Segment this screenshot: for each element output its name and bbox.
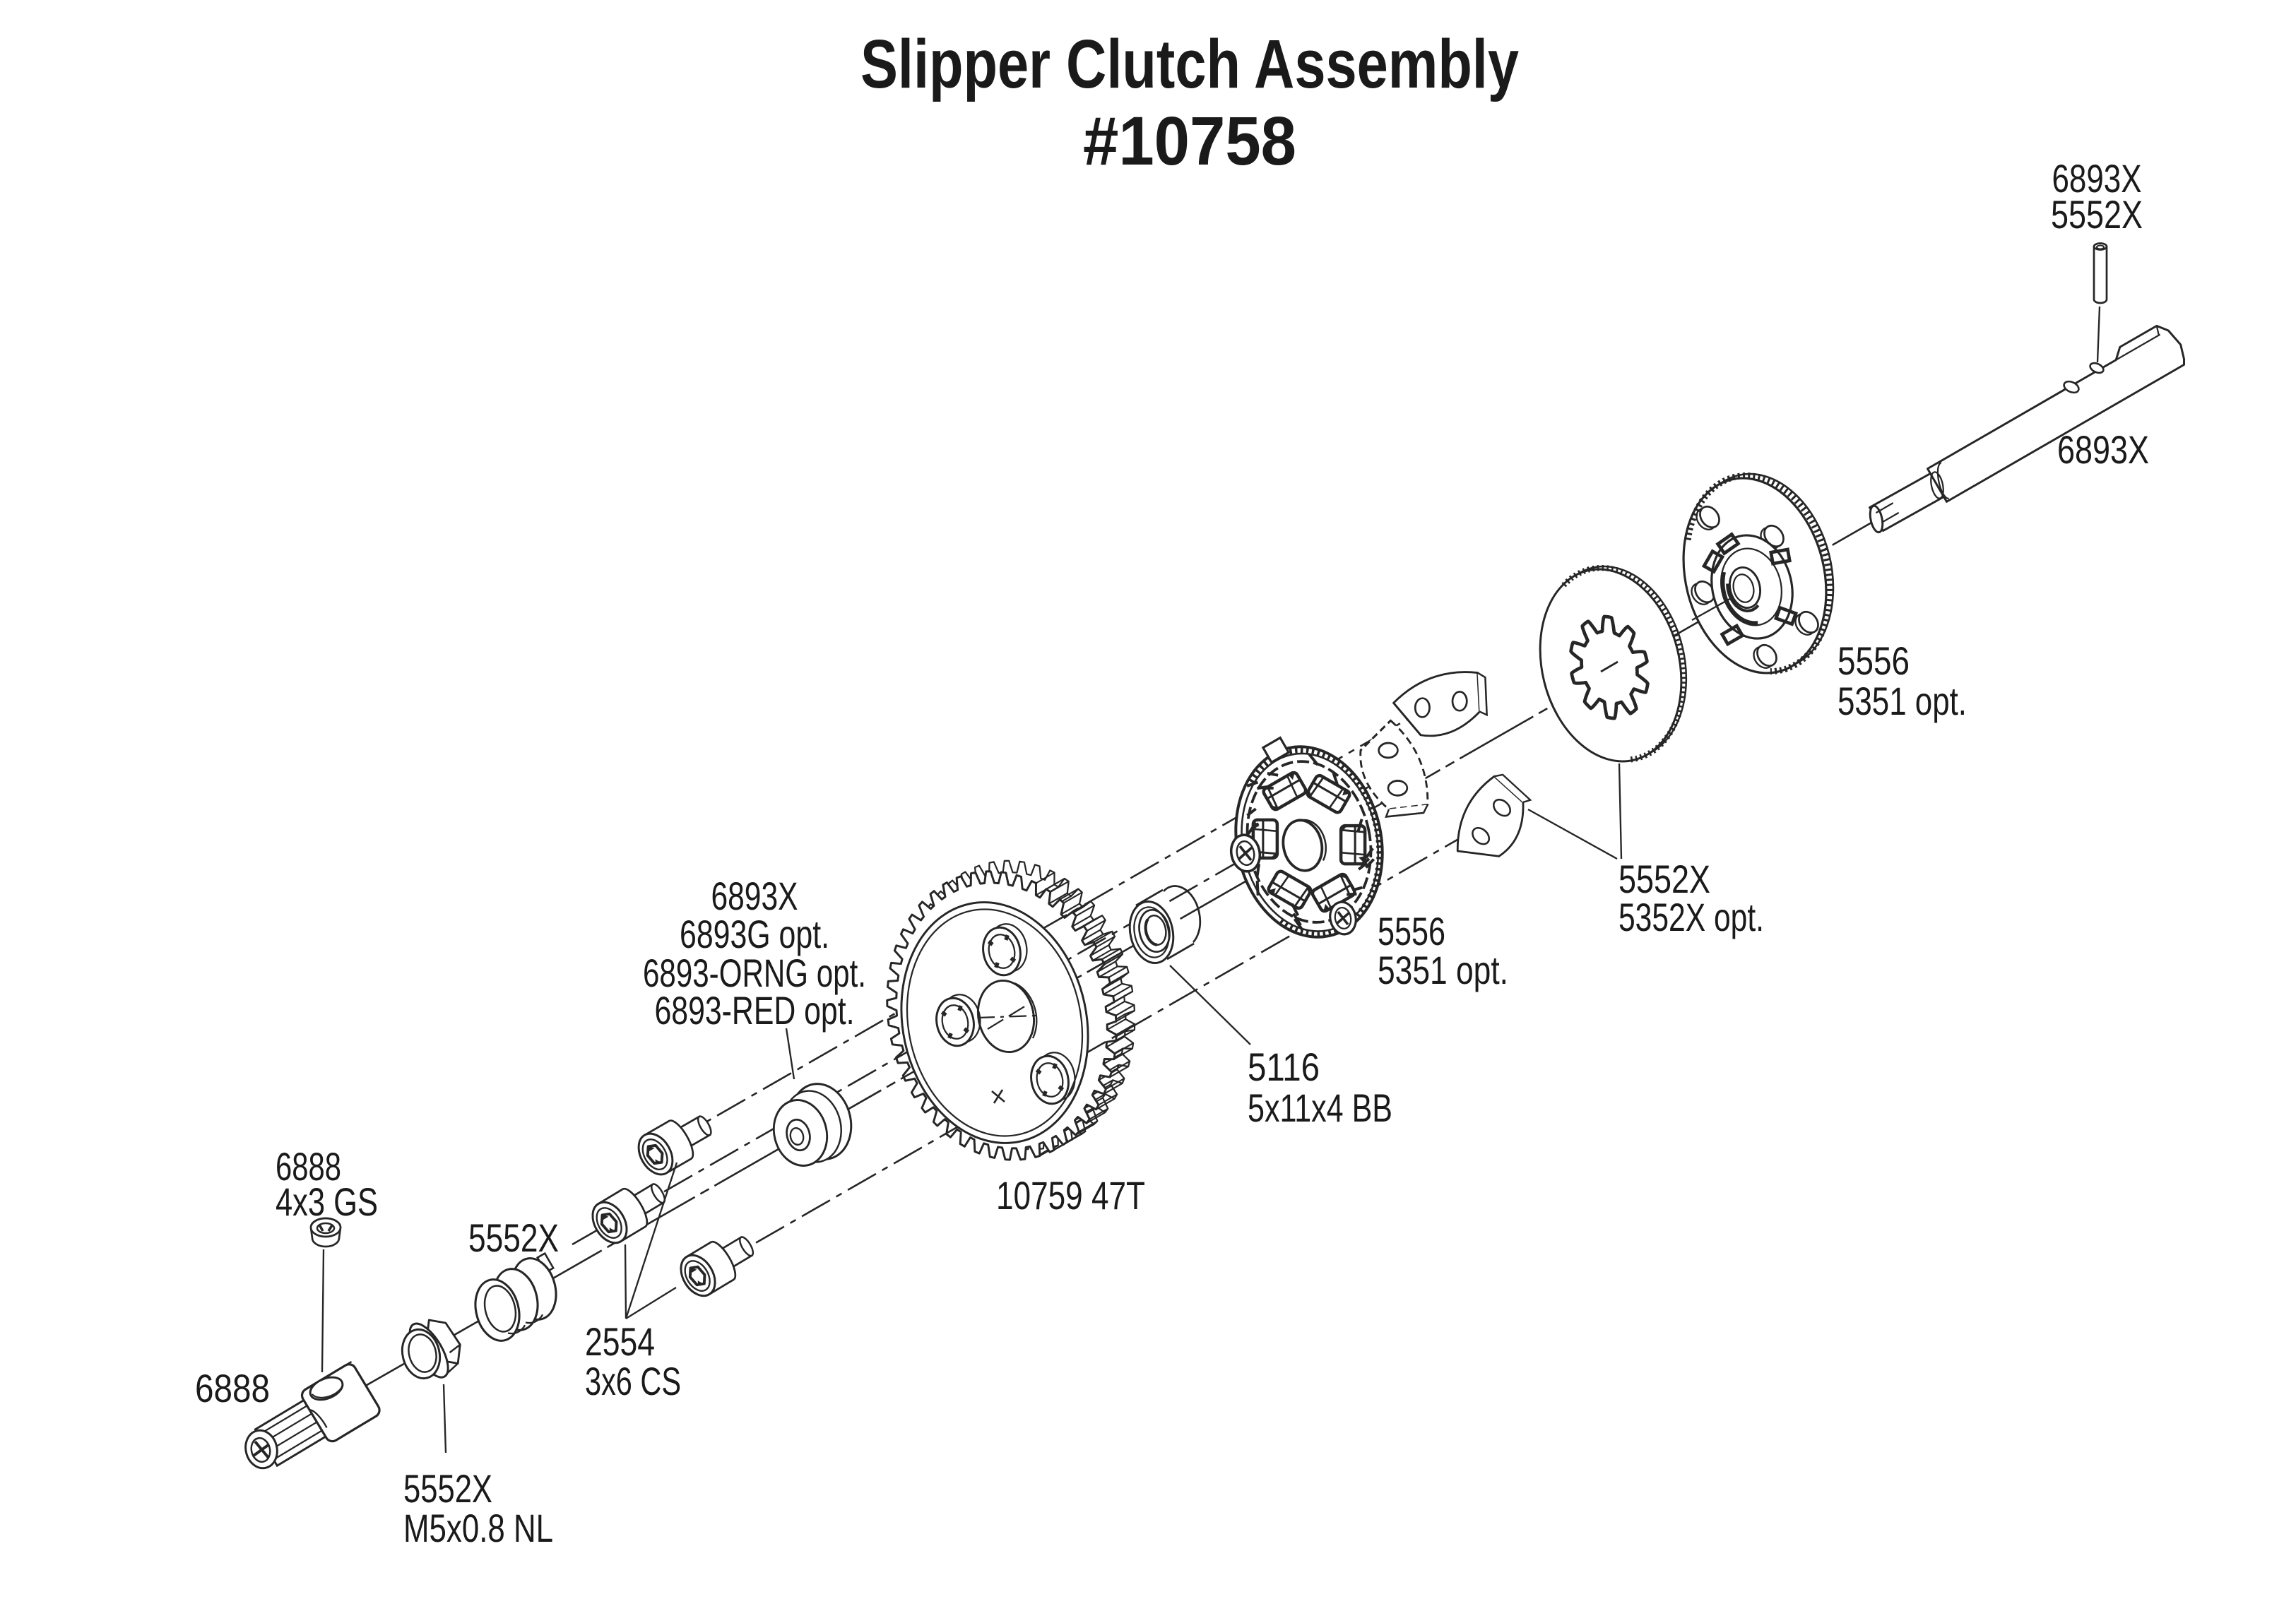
- svg-text:6888: 6888: [276, 1144, 341, 1189]
- svg-text:Slipper Clutch Assembly: Slipper Clutch Assembly: [860, 25, 1519, 102]
- svg-text:5552X: 5552X: [2051, 192, 2143, 237]
- svg-text:4x3 GS: 4x3 GS: [276, 1179, 378, 1224]
- svg-text:M5x0.8 NL: M5x0.8 NL: [403, 1506, 553, 1550]
- svg-text:3x6 CS: 3x6 CS: [585, 1359, 681, 1403]
- svg-text:5556: 5556: [1378, 909, 1445, 953]
- svg-text:5352X opt.: 5352X opt.: [1619, 895, 1764, 939]
- svg-text:6893-RED opt.: 6893-RED opt.: [655, 988, 855, 1033]
- svg-text:5552X: 5552X: [1619, 857, 1710, 901]
- svg-text:2554: 2554: [585, 1319, 655, 1364]
- svg-text:6893X: 6893X: [2052, 156, 2142, 201]
- svg-text:6893X: 6893X: [2057, 427, 2149, 472]
- svg-text:5351 opt.: 5351 opt.: [1378, 948, 1508, 992]
- svg-text:6893G opt.: 6893G opt.: [680, 912, 829, 956]
- svg-text:10759 47T: 10759 47T: [996, 1173, 1145, 1218]
- svg-text:5552X: 5552X: [403, 1466, 492, 1511]
- svg-text:6893X: 6893X: [711, 874, 798, 918]
- svg-text:6893-ORNG opt.: 6893-ORNG opt.: [643, 951, 866, 995]
- svg-text:5116: 5116: [1248, 1045, 1320, 1089]
- svg-text:5552X: 5552X: [468, 1215, 559, 1260]
- svg-text:#10758: #10758: [1083, 102, 1296, 179]
- svg-text:5351 opt.: 5351 opt.: [1838, 679, 1967, 723]
- svg-text:5556: 5556: [1838, 638, 1910, 683]
- svg-text:5x11x4 BB: 5x11x4 BB: [1248, 1086, 1392, 1130]
- svg-text:6888: 6888: [195, 1366, 270, 1410]
